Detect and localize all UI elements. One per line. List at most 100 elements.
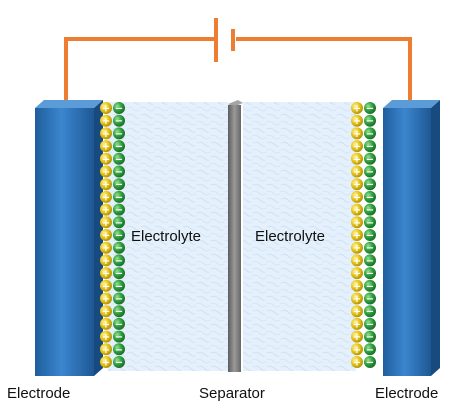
svg-text:+: + — [353, 142, 361, 153]
separator-label: Separator — [199, 385, 265, 402]
negative-ion: − — [113, 140, 125, 153]
positive-ion: + — [351, 127, 363, 140]
positive-ion: + — [100, 292, 112, 305]
svg-text:−: − — [366, 243, 374, 254]
positive-ion: + — [100, 279, 112, 292]
negative-ion: − — [113, 203, 125, 216]
negative-ion: − — [113, 190, 125, 203]
separator — [228, 100, 243, 372]
negative-ion: − — [113, 102, 125, 115]
positive-ion: + — [100, 254, 112, 267]
svg-text:+: + — [353, 307, 361, 318]
positive-ion: + — [100, 102, 112, 115]
negative-ion: − — [113, 127, 125, 140]
positive-ion: + — [100, 356, 112, 369]
positive-ion-column-left: +++++++++++++++++++++ — [100, 102, 112, 369]
negative-ion: − — [113, 216, 125, 229]
negative-ion: − — [113, 229, 125, 242]
svg-text:−: − — [115, 281, 123, 292]
svg-text:−: − — [366, 192, 374, 203]
electrolyte-left-region — [108, 102, 228, 371]
svg-text:−: − — [115, 294, 123, 305]
positive-ion: + — [351, 190, 363, 203]
svg-text:+: + — [353, 218, 361, 229]
negative-ion: − — [364, 330, 376, 343]
svg-text:+: + — [353, 269, 361, 280]
negative-ion: − — [364, 203, 376, 216]
negative-ion: − — [113, 305, 125, 318]
positive-ion: + — [100, 165, 112, 178]
svg-text:+: + — [353, 281, 361, 292]
negative-ion: − — [364, 190, 376, 203]
svg-text:+: + — [102, 116, 110, 127]
positive-ion: + — [100, 330, 112, 343]
svg-text:+: + — [102, 281, 110, 292]
svg-text:+: + — [353, 180, 361, 191]
negative-ion: − — [364, 279, 376, 292]
svg-text:+: + — [102, 205, 110, 216]
positive-ion: + — [351, 114, 363, 127]
positive-ion: + — [351, 178, 363, 191]
negative-ion: − — [113, 343, 125, 356]
svg-text:−: − — [366, 129, 374, 140]
positive-ion: + — [100, 127, 112, 140]
electrolyte-right-label: Electrolyte — [255, 228, 325, 245]
svg-text:+: + — [102, 180, 110, 191]
svg-text:−: − — [115, 154, 123, 165]
svg-text:+: + — [353, 332, 361, 343]
positive-ion: + — [100, 190, 112, 203]
positive-ion: + — [100, 229, 112, 242]
svg-text:+: + — [102, 231, 110, 242]
positive-ion: + — [351, 165, 363, 178]
svg-text:+: + — [353, 345, 361, 356]
svg-text:−: − — [115, 269, 123, 280]
svg-text:−: − — [366, 218, 374, 229]
svg-text:−: − — [115, 129, 123, 140]
positive-ion: + — [351, 279, 363, 292]
negative-ion: − — [113, 152, 125, 165]
positive-ion: + — [100, 216, 112, 229]
svg-text:+: + — [102, 218, 110, 229]
svg-text:+: + — [102, 345, 110, 356]
svg-text:−: − — [366, 116, 374, 127]
svg-text:+: + — [353, 256, 361, 267]
svg-text:+: + — [102, 294, 110, 305]
positive-ion: + — [100, 203, 112, 216]
negative-ion: − — [364, 114, 376, 127]
negative-ion: − — [364, 292, 376, 305]
svg-text:−: − — [115, 142, 123, 153]
svg-text:+: + — [102, 142, 110, 153]
svg-text:+: + — [353, 104, 361, 115]
positive-ion: + — [100, 241, 112, 254]
svg-text:−: − — [366, 256, 374, 267]
svg-text:−: − — [366, 294, 374, 305]
positive-ion: + — [351, 254, 363, 267]
positive-ion: + — [351, 305, 363, 318]
svg-text:−: − — [115, 116, 123, 127]
svg-text:−: − — [115, 345, 123, 356]
svg-text:−: − — [366, 142, 374, 153]
negative-ion: − — [364, 241, 376, 254]
svg-text:+: + — [353, 192, 361, 203]
negative-ion: − — [113, 330, 125, 343]
external-circuit — [64, 18, 412, 101]
svg-text:+: + — [102, 167, 110, 178]
positive-ion: + — [100, 267, 112, 280]
svg-text:+: + — [353, 154, 361, 165]
svg-text:+: + — [102, 269, 110, 280]
svg-text:−: − — [366, 332, 374, 343]
svg-text:+: + — [353, 167, 361, 178]
negative-ion: − — [113, 165, 125, 178]
electrode-right — [383, 100, 440, 376]
negative-ion: − — [113, 267, 125, 280]
negative-ion: − — [113, 356, 125, 369]
negative-ion: − — [364, 305, 376, 318]
svg-text:−: − — [366, 281, 374, 292]
svg-text:−: − — [115, 319, 123, 330]
svg-text:−: − — [115, 104, 123, 115]
positive-ion: + — [100, 343, 112, 356]
positive-ion: + — [100, 114, 112, 127]
svg-text:+: + — [102, 192, 110, 203]
svg-text:−: − — [115, 231, 123, 242]
